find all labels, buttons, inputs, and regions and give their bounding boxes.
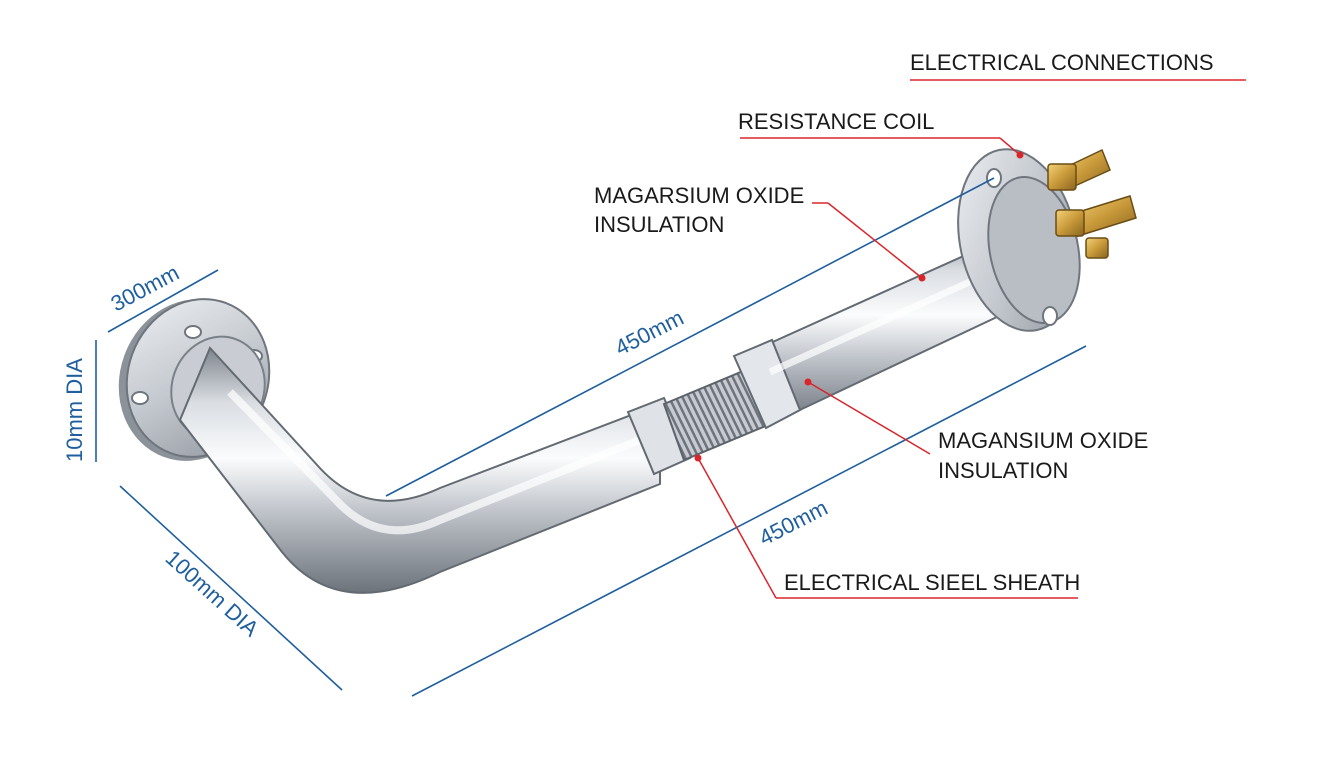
dim-line-upper-length [385,177,995,497]
label-electrical-connections: ELECTRICAL CONNECTIONS [910,50,1214,75]
dim-lower-length: 450mm [755,495,832,551]
label-magnesium-upper-line2: INSULATION [594,212,724,237]
bolt-hole [131,391,149,405]
dimension-lines [95,177,1087,697]
bolt-hole [1042,306,1058,326]
label-magnesium-upper-line1: MAGARSIUM OXIDE [594,183,804,208]
label-magnesium-lower-line2: INSULATION [938,458,1068,483]
dim-line-lower-length [411,345,1087,697]
label-resistance-coil: RESISTANCE COIL [738,109,934,134]
leader-lines [697,79,1246,599]
label-steel-sheath: ELECTRICAL SIEEL SHEATH [784,570,1080,595]
bolt-hole [184,325,202,339]
dim-upper-length: 450mm [611,305,688,361]
sheath-pipe [178,346,662,594]
dim-flange-dia: 10mm DIA [62,358,87,462]
dim-pipe-dia: 100mm DIA [161,545,264,642]
dim-line-flange-width [107,269,219,333]
label-magnesium-lower-line1: MAGANSIUM OXIDE [938,428,1148,453]
electrical-terminals [1047,148,1137,259]
dim-line-pipe-dia [119,485,343,691]
leader-dots [694,151,1024,462]
